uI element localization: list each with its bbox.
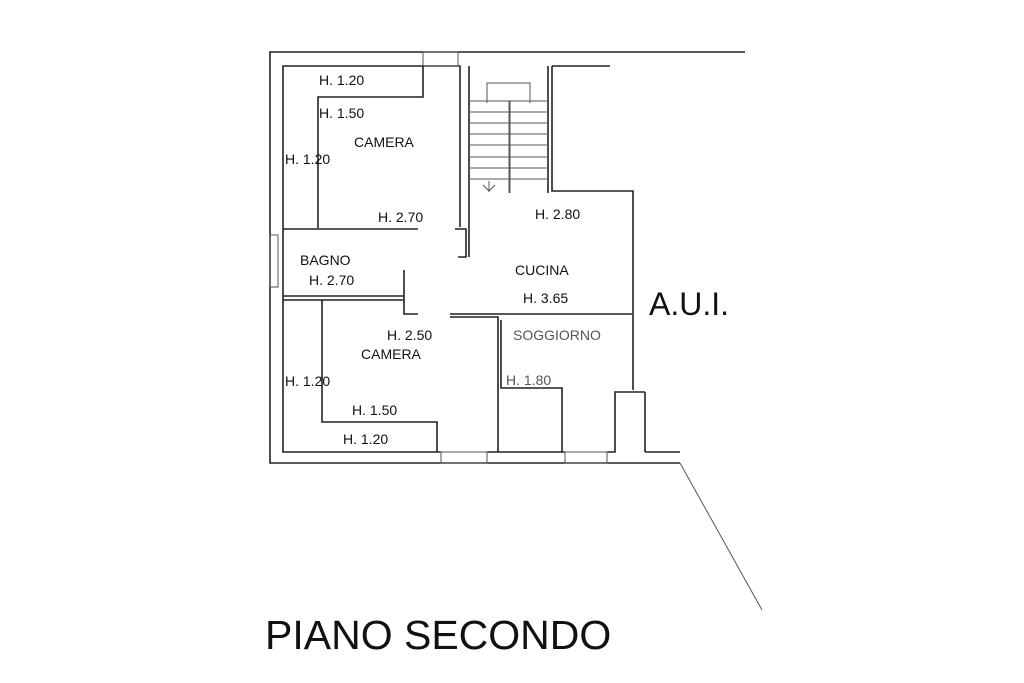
- height-label: H. 1.80: [506, 372, 552, 388]
- staircase: [469, 82, 548, 193]
- height-label: H. 1.20: [319, 72, 365, 88]
- height-label: H. 1.20: [343, 431, 389, 447]
- room-name-cucina: CUCINA: [515, 262, 569, 278]
- height-label: H. 1.50: [319, 105, 365, 121]
- height-label: H. 1.50: [352, 402, 398, 418]
- stair-arrow-icon: [482, 184, 496, 192]
- height-label: H. 2.70: [309, 272, 355, 288]
- height-label: H. 2.80: [535, 206, 581, 222]
- height-label: H. 1.20: [285, 151, 331, 167]
- height-label: H. 2.70: [378, 209, 424, 225]
- floor-title: PIANO SECONDO: [265, 612, 612, 658]
- windows: [269, 51, 608, 464]
- height-label: H. 3.65: [523, 290, 569, 306]
- room-name-camera: CAMERA: [354, 134, 414, 150]
- interior-walls: [283, 65, 634, 452]
- room-name-camera: CAMERA: [361, 346, 421, 362]
- height-label: H. 2.50: [387, 327, 433, 343]
- room-name-bagno: BAGNO: [300, 252, 351, 268]
- height-label: H. 1.20: [285, 373, 331, 389]
- room-name-soggiorno: SOGGIORNO: [513, 327, 601, 343]
- adjacent-unit-label: A.U.I.: [649, 286, 730, 322]
